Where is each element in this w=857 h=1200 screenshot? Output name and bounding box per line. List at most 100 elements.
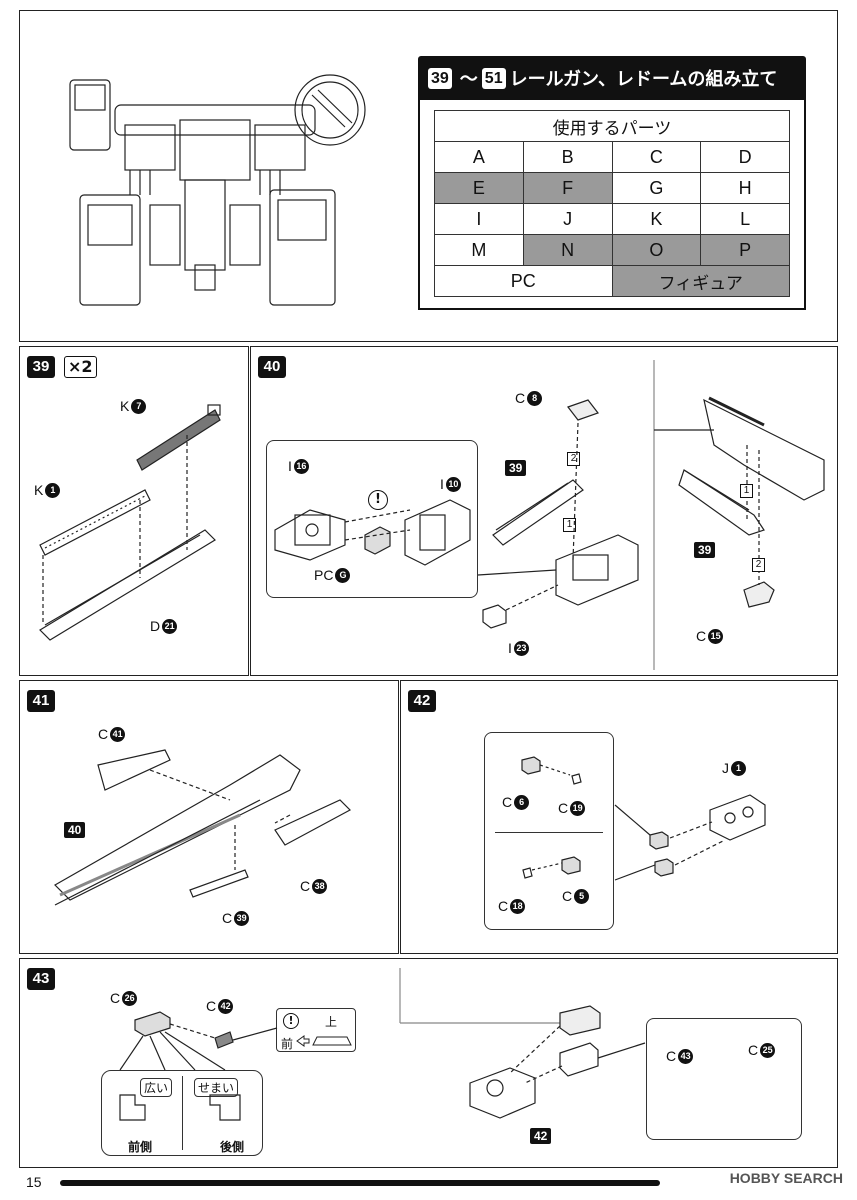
ref-badge-39b: 39 (694, 542, 716, 558)
part-letter: C (558, 800, 569, 816)
parts-cell: E (434, 172, 524, 204)
step-43-right-subassembly-box (646, 1018, 802, 1140)
part-letter: C (110, 990, 121, 1006)
part-letter: I (440, 476, 444, 492)
step-42-divider (495, 832, 603, 833)
step-to-badge: 51 (481, 67, 506, 89)
part-number: 7 (131, 398, 147, 414)
parts-cell-figure: フィギュア (611, 265, 790, 297)
part-letter: C (300, 878, 311, 894)
step-41-panel (19, 680, 399, 954)
rear-side-label: 後側 (220, 1140, 245, 1154)
orientation-up-label: 上 (325, 1015, 338, 1029)
parts-cell: I (434, 203, 524, 235)
step-box-2b: 2 (752, 558, 765, 572)
step-40-right-diagram (653, 360, 825, 670)
parts-table-heading: 使用するパーツ (434, 110, 790, 142)
caution-icon: ! (368, 490, 388, 510)
part-number: 41 (110, 726, 126, 742)
parts-cell: K (611, 203, 702, 235)
part-letter: C (98, 726, 109, 742)
parts-row: M N O P (434, 234, 790, 266)
step-42-badge: 42 (408, 690, 436, 712)
part-number: 26 (122, 990, 138, 1006)
part-number: 25 (760, 1042, 776, 1058)
page-number: 15 (26, 1174, 42, 1190)
part-number: 5 (574, 888, 590, 904)
caution-icon: ! (283, 1013, 299, 1029)
step-from-badge: 39 (428, 67, 452, 89)
step-40-badge: 40 (258, 356, 286, 378)
part-number: 1 (731, 760, 746, 776)
part-number: 21 (162, 618, 178, 634)
part-letter: C (666, 1048, 677, 1064)
part-number: 43 (678, 1048, 694, 1064)
parts-cell: O (611, 234, 702, 266)
parts-cell: H (700, 172, 790, 204)
part-number: G (335, 567, 351, 583)
part-number: 6 (514, 794, 530, 810)
part-letter: C (502, 794, 513, 810)
step-43-badge: 43 (27, 968, 55, 990)
part-number: 18 (510, 898, 526, 914)
robot-illustration (69, 74, 366, 306)
parts-cell: L (700, 203, 790, 235)
range-separator: ～ (459, 69, 478, 90)
part-letter: C (222, 910, 233, 926)
parts-table-panel: 使用するパーツ A B C D E F G H I J K L M N O P … (418, 100, 806, 310)
part-letter: J (722, 760, 729, 776)
part-number: 19 (570, 800, 586, 816)
part-number: 39 (234, 910, 250, 926)
section-title-bar: 39 ～ 51 レールガン、レドームの組み立て (418, 56, 806, 100)
part-letter: K (120, 398, 130, 414)
parts-cell: F (522, 172, 613, 204)
parts-cell: M (434, 234, 524, 266)
step-box-2: 2 (567, 452, 580, 466)
part-letter: PC (314, 567, 334, 583)
step-41-badge: 41 (27, 690, 55, 712)
part-number: 38 (312, 878, 328, 894)
part-letter: C (515, 390, 526, 406)
orientation-note-box: ! 上 前 (276, 1008, 356, 1052)
orientation-arrow-icon (296, 1035, 352, 1047)
parts-cell: P (700, 234, 790, 266)
parts-cell: A (434, 141, 524, 173)
part-number: 42 (218, 998, 234, 1014)
part-letter: C (206, 998, 217, 1014)
orientation-front-label: 前 (281, 1037, 294, 1051)
quantity-badge: ×2 (64, 356, 97, 378)
parts-cell: G (611, 172, 702, 204)
part-number: 8 (527, 390, 543, 406)
step-40-subassembly-diagram (274, 499, 471, 566)
step-box-1b: 1 (740, 484, 753, 498)
parts-cell: J (522, 203, 613, 235)
watermark: HOBBY SEARCH (729, 1170, 843, 1186)
parts-table: 使用するパーツ A B C D E F G H I J K L M N O P … (434, 110, 790, 297)
part-number: 23 (513, 640, 529, 656)
section-title: レールガン、レドームの組み立て (509, 69, 778, 90)
step-39-diagram (39, 404, 221, 641)
step-39-badge: 39 (27, 356, 55, 378)
part-letter: C (696, 628, 707, 644)
part-letter: I (508, 640, 512, 656)
part-letter: D (150, 618, 161, 634)
narrow-label: せまい (194, 1078, 239, 1097)
footer-brush-stroke (60, 1180, 660, 1186)
parts-row: E F G H (434, 172, 790, 204)
